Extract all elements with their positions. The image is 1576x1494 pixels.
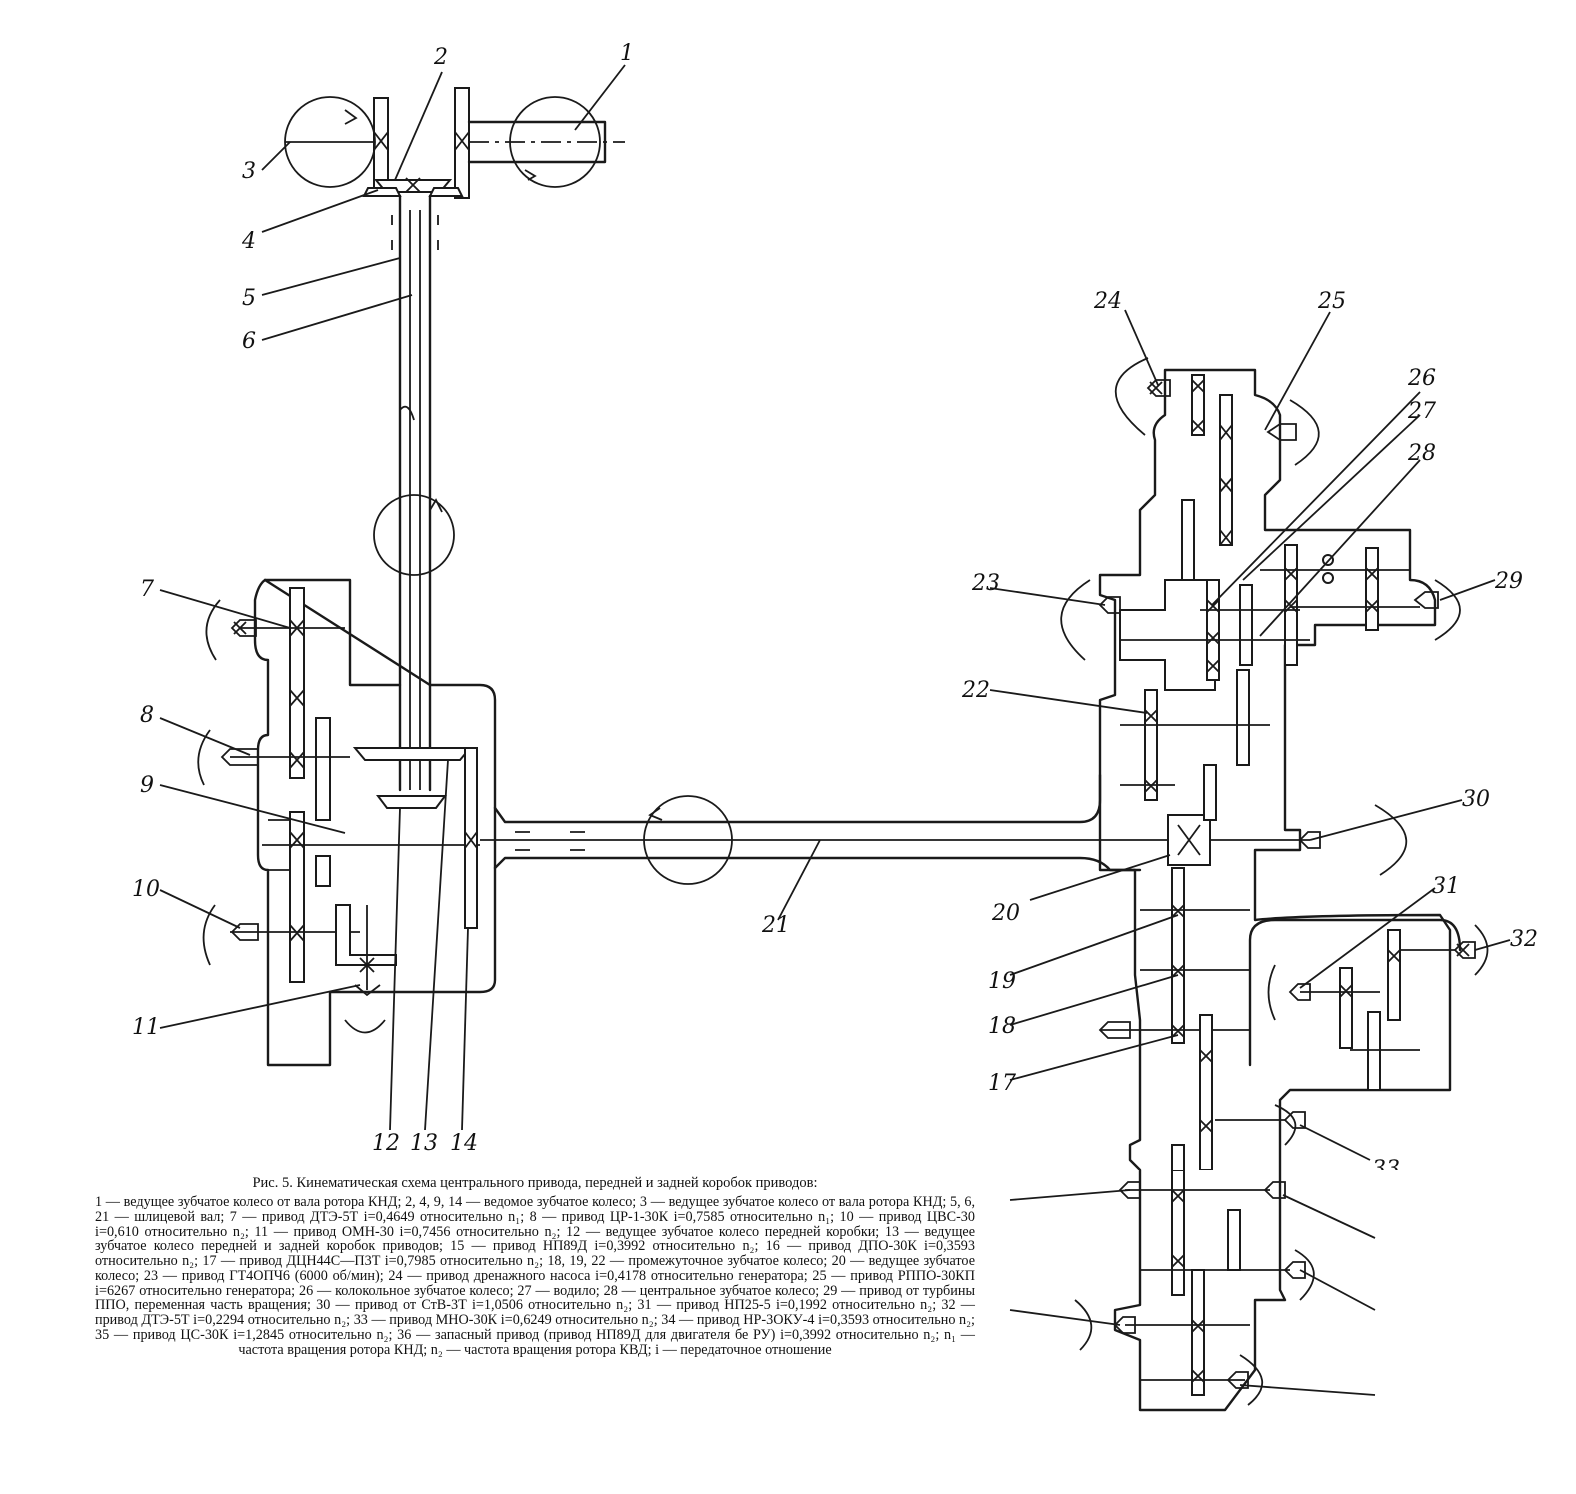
callout-19: 19 [988,969,1016,994]
rear-gearbox [1060,357,1489,1170]
callout-4: 4 [241,229,256,254]
callout-11: 11 [132,1015,160,1040]
callout-27: 27 [1407,399,1436,424]
callout-33: 33 [1372,1157,1400,1170]
figure-caption: Рис. 5. Кинематическая схема центральног… [95,1175,975,1358]
callout-31: 31 [1432,874,1460,899]
callout-26: 26 [1407,366,1436,391]
callout-25: 25 [1317,289,1346,314]
callout-10: 10 [132,877,160,902]
figure-legend: 1 — ведущее зубчатое колесо от вала рото… [95,1194,975,1358]
callout-9: 9 [140,773,154,798]
leader-lines [159,64,1511,1161]
callout-8: 8 [140,703,154,728]
callout-17: 17 [988,1071,1016,1096]
callout-21: 21 [761,913,790,938]
callout-29: 29 [1494,569,1523,594]
kinematic-scheme: 1 2 3 4 5 6 7 8 9 10 11 12 13 14 15 16 1… [132,41,1538,1170]
callout-14: 14 [450,1131,478,1156]
callout-32: 32 [1510,927,1538,952]
callout-numbers: 1 2 3 4 5 6 7 8 9 10 11 12 13 14 15 16 1… [132,41,1538,1170]
central-drive-top [284,87,625,792]
shaft-21 [480,773,1175,885]
callout-7: 7 [140,577,154,602]
callout-3: 3 [242,159,256,184]
callout-23: 23 [971,571,1000,596]
callout-28: 28 [1407,441,1436,466]
callout-22: 22 [961,678,990,703]
callout-18: 18 [988,1014,1016,1039]
kinematic-scheme-lower [1009,1170,1376,1412]
callout-1: 1 [620,41,634,66]
callout-2: 2 [433,45,448,70]
callout-24: 24 [1093,289,1122,314]
callout-6: 6 [242,329,256,354]
figure-title: Рис. 5. Кинематическая схема центральног… [252,1175,818,1191]
callout-30: 30 [1462,787,1490,812]
callout-12: 12 [372,1131,400,1156]
callout-20: 20 [991,901,1020,926]
callout-13: 13 [410,1131,438,1156]
front-gearbox [197,578,497,1067]
callout-5: 5 [242,286,256,311]
